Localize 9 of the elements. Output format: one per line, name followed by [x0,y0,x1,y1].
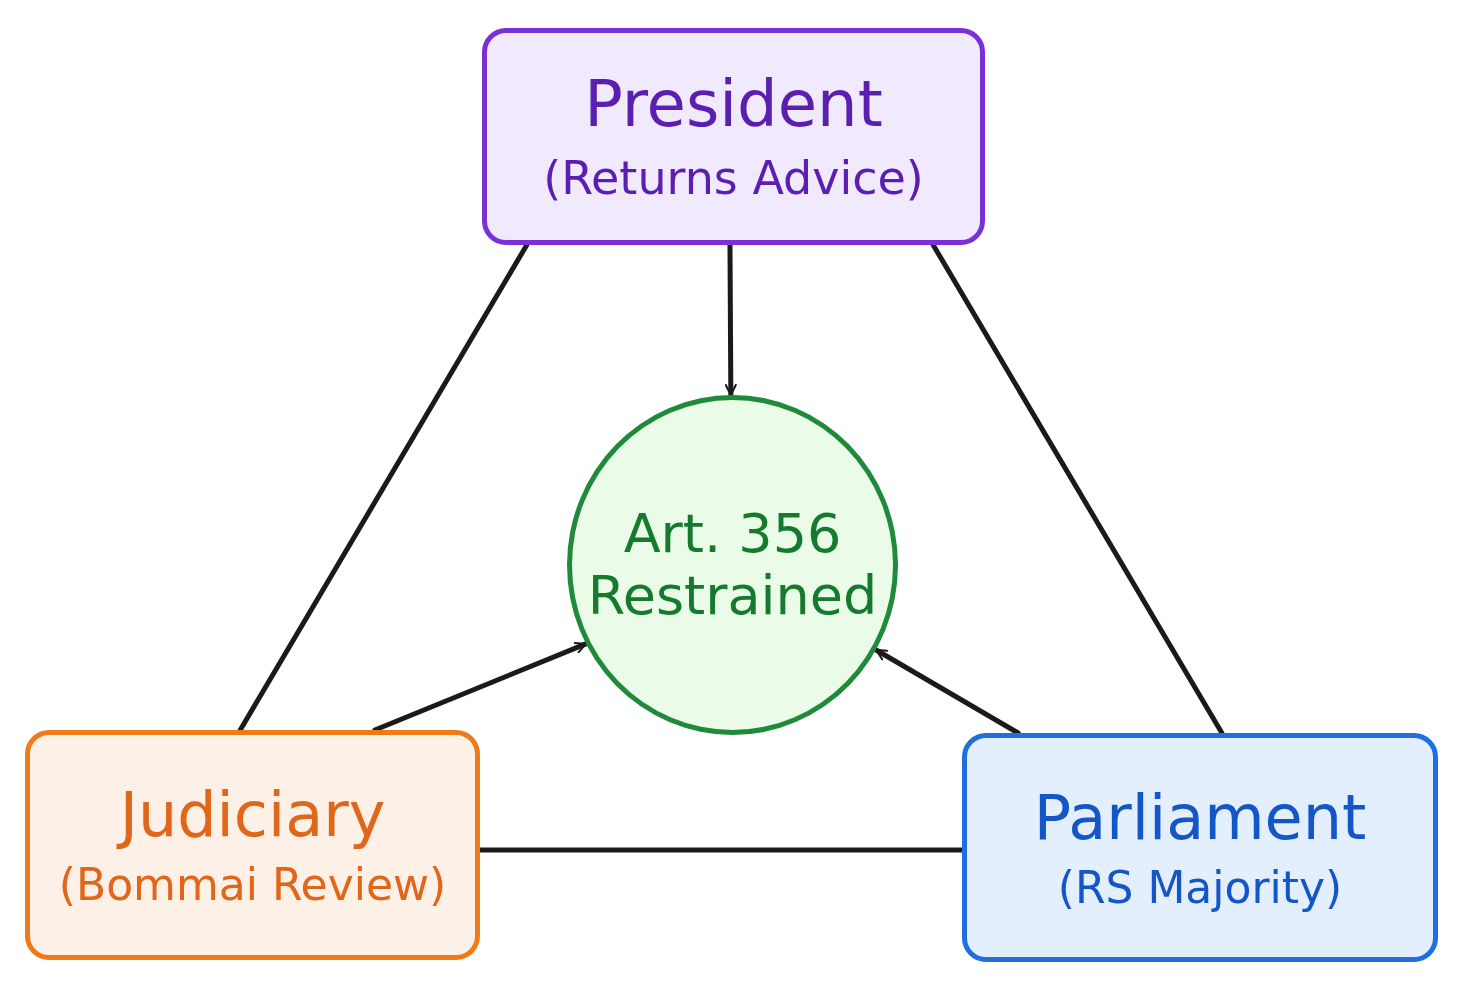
process-box [25,730,480,960]
node-subtitle: (Returns Advice) [543,151,924,205]
process-box [482,28,985,245]
node-title: Parliament [1033,781,1367,853]
node-label: Art. 356 Restrained [587,502,878,628]
node-subtitle: (Bommai Review) [58,860,447,911]
process-box [962,733,1438,962]
node-subtitle: (RS Majority) [1057,862,1343,914]
node-title: President [584,68,883,142]
